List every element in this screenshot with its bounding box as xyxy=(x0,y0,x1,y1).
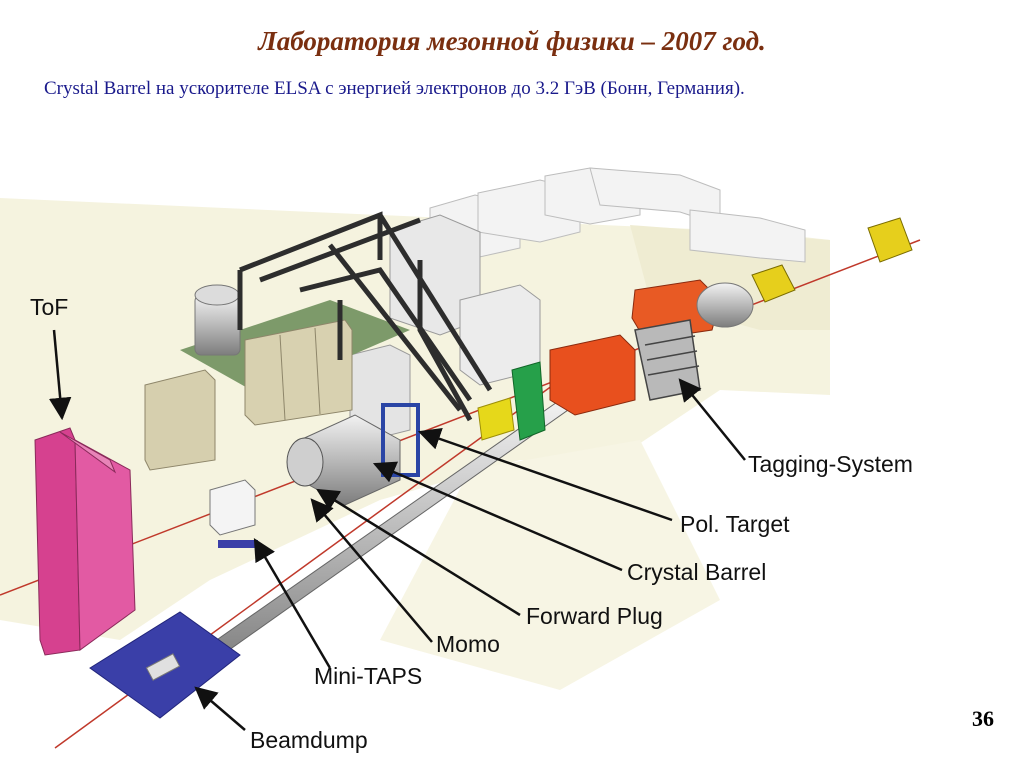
quadrupole-magnets xyxy=(751,217,913,303)
label-tof: ToF xyxy=(30,294,68,320)
mini-taps-box xyxy=(209,479,258,548)
slide-title: Лаборатория мезонной физики – 2007 год. xyxy=(258,26,766,56)
tof-wall xyxy=(34,427,136,656)
tan-cabinets xyxy=(144,319,353,471)
label-momo: Momo xyxy=(436,631,500,657)
page-number: 36 xyxy=(972,706,994,731)
label-crystal-barrel: Crystal Barrel xyxy=(627,559,766,585)
tagger-magnet xyxy=(549,279,721,416)
yellow-element xyxy=(477,397,515,441)
vacuum-chamber xyxy=(696,282,754,328)
label-beamdump: Beamdump xyxy=(250,727,368,753)
label-tagging-system: Tagging-System xyxy=(748,451,913,477)
crystal-barrel-detector xyxy=(286,403,420,506)
support-frame xyxy=(237,211,493,422)
green-magnet xyxy=(511,361,546,441)
label-pol-target: Pol. Target xyxy=(680,511,790,537)
helium-tank xyxy=(194,284,241,356)
callout-arrows xyxy=(48,329,746,731)
shielding-blocks xyxy=(349,214,541,441)
beamdump xyxy=(89,611,241,719)
label-forward-plug: Forward Plug xyxy=(526,603,663,629)
label-mini-taps: Mini-TAPS xyxy=(314,663,422,689)
slide-subtitle: Crystal Barrel на ускорителе ELSA с энер… xyxy=(44,78,745,99)
